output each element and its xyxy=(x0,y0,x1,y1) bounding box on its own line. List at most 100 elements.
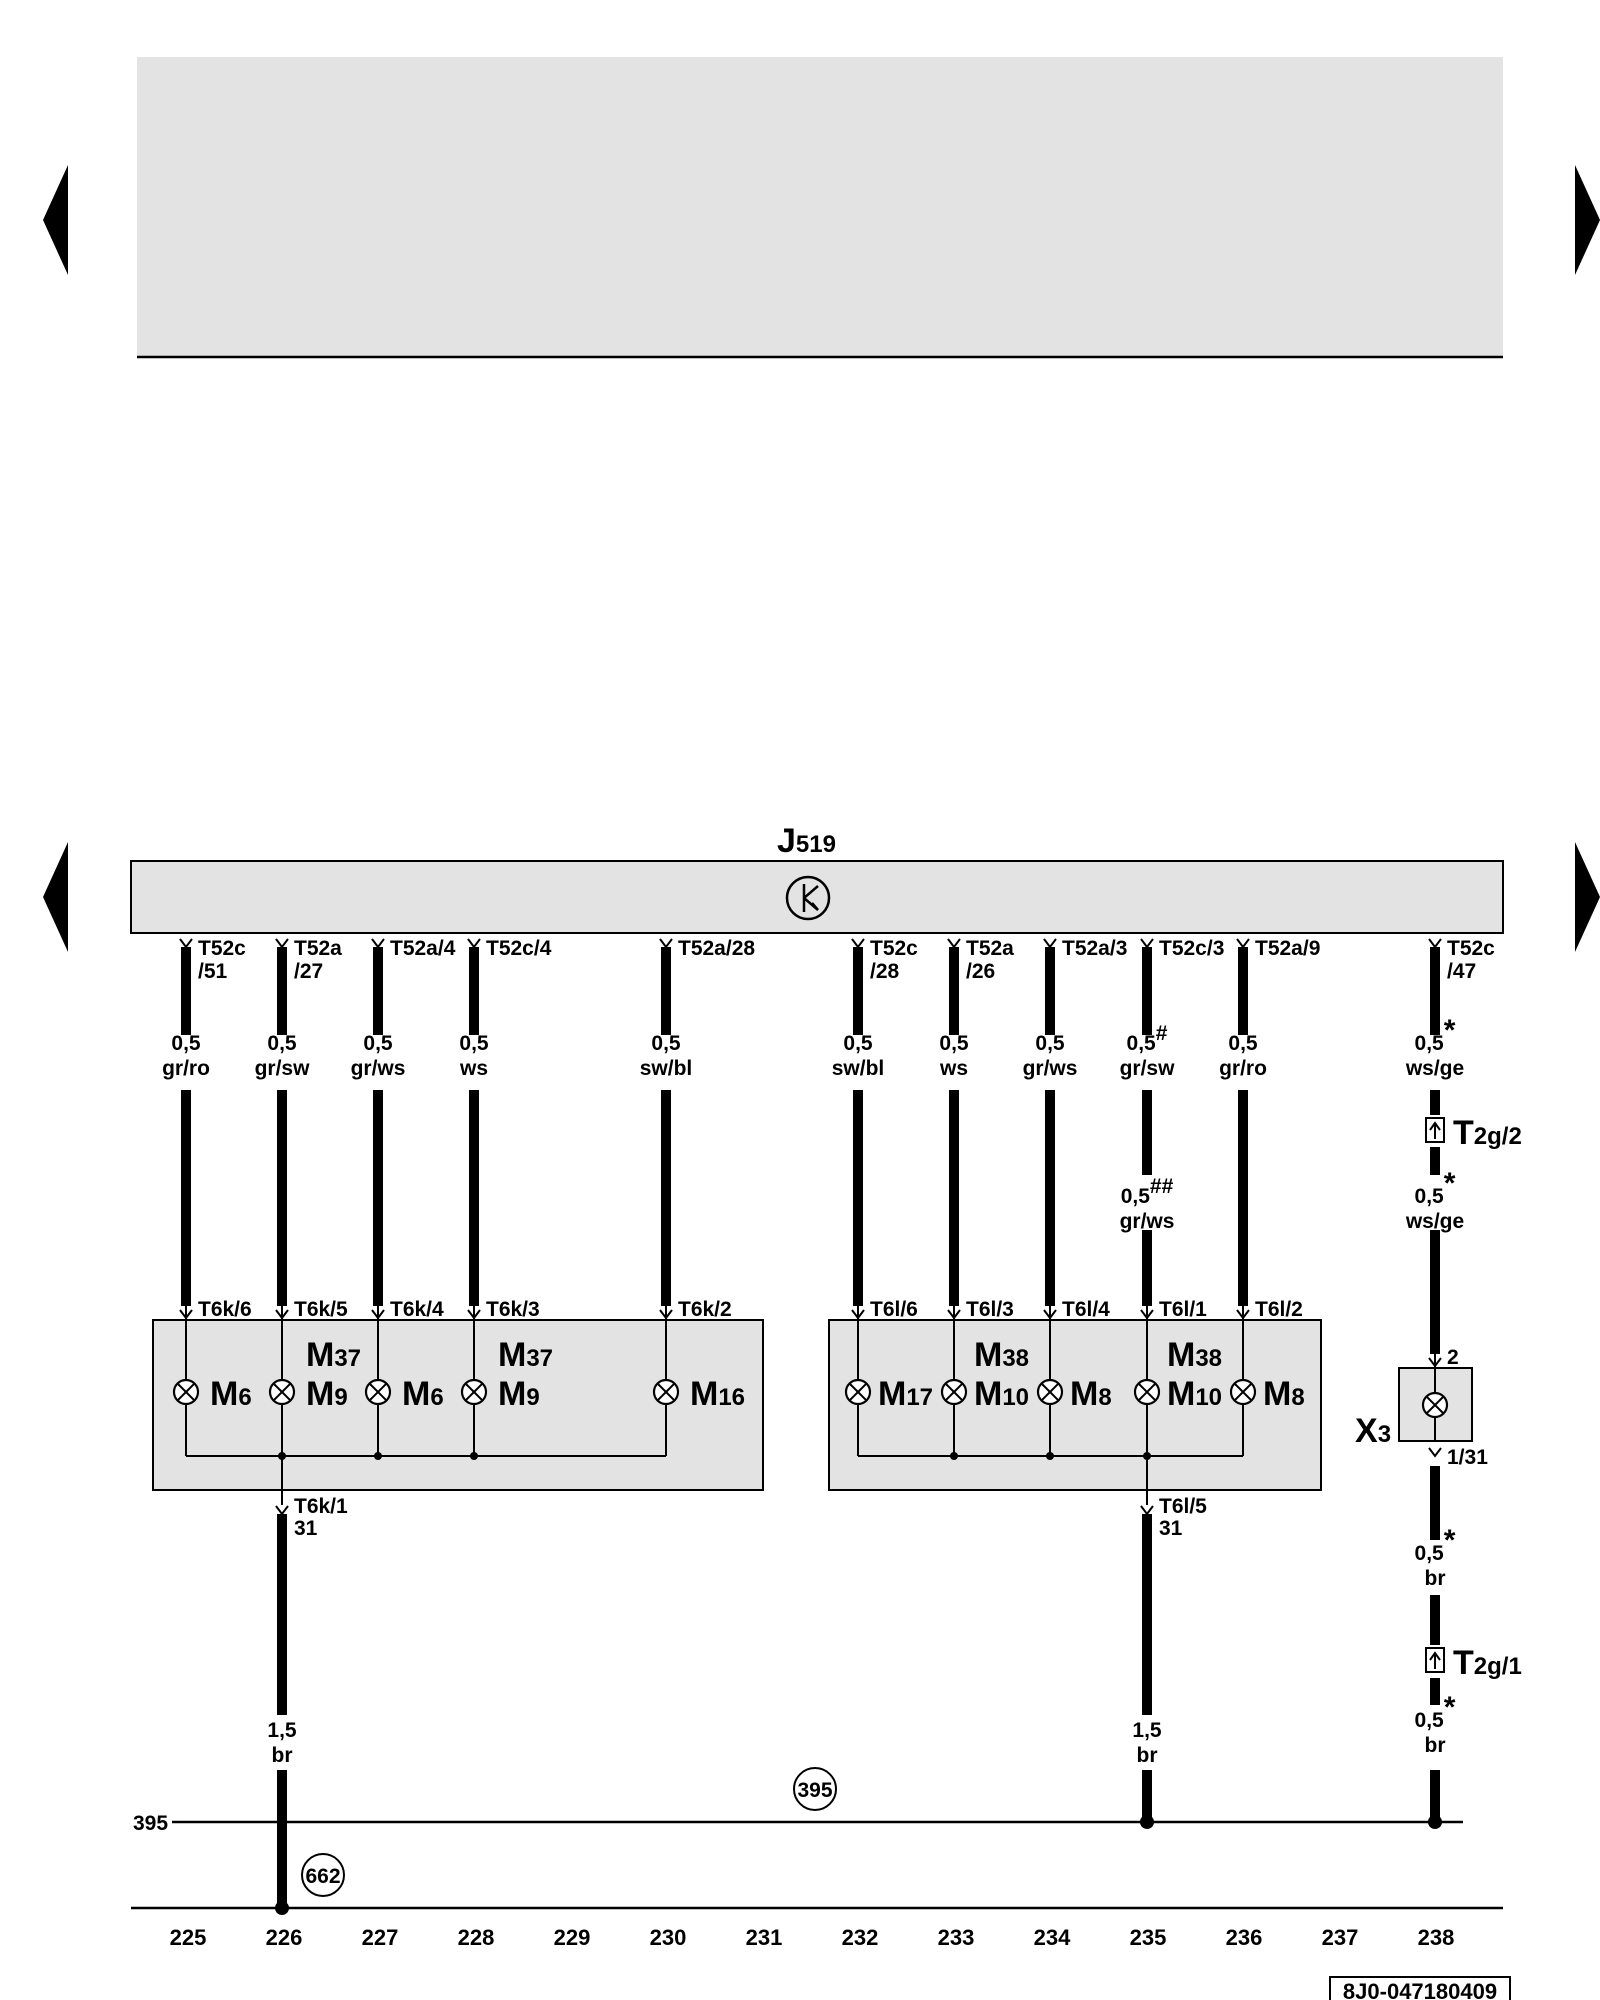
pin-arrow-icon xyxy=(1043,938,1057,949)
connector-bottom-label: T6k/4 xyxy=(390,1298,444,1321)
junction-dot xyxy=(950,1452,958,1460)
wire-color-label: ws/ge xyxy=(1405,1057,1464,1080)
connector-top-label: T52c/3 xyxy=(1159,937,1224,960)
connector-bottom-label: 2 xyxy=(1447,1346,1459,1369)
control-unit-j519[interactable] xyxy=(130,860,1504,934)
wire-color-label: gr/ro xyxy=(1219,1057,1267,1080)
column-number: 227 xyxy=(362,1925,399,1950)
column-number: 234 xyxy=(1034,1925,1071,1950)
wire-color-label: gr/sw xyxy=(1120,1057,1176,1080)
lamp-unit-left[interactable] xyxy=(152,1319,764,1491)
lamp-label-top: M38 xyxy=(1167,1336,1222,1374)
pin-arrow-icon xyxy=(659,1309,673,1320)
lamp-cross-icon xyxy=(273,1383,291,1401)
lamp-cross-icon xyxy=(177,1383,195,1401)
wire-size-label: 0,5 xyxy=(267,1032,297,1055)
connector-top-label-line2: /28 xyxy=(870,960,900,983)
connector-bottom-label: T6l/1 xyxy=(1159,1298,1207,1321)
ground-terminal-label: 31 xyxy=(1159,1517,1183,1540)
junction-dot xyxy=(1046,1452,1054,1460)
wire-color-label: gr/ro xyxy=(162,1057,210,1080)
connector-top-label-line2: /27 xyxy=(294,960,323,983)
wire-color-label: gr/ws xyxy=(1023,1057,1078,1080)
lamp-cross-icon xyxy=(1138,1383,1156,1401)
ground-point-662-label: 662 xyxy=(305,1865,340,1888)
connector-top-label: T52c xyxy=(198,937,246,960)
lamp-cross-icon xyxy=(465,1383,483,1401)
lamp-cross-icon xyxy=(1234,1383,1252,1401)
lamp-cross-icon xyxy=(657,1383,675,1401)
pin-arrow-icon xyxy=(371,1309,385,1320)
wire-size-label: 0,5# xyxy=(1127,1022,1168,1055)
wire-size-label: 0,5* xyxy=(1415,1691,1456,1732)
connector-bottom-label: T6k/3 xyxy=(486,1298,540,1321)
pin-arrow-icon xyxy=(947,938,961,949)
ground-pin-label: T6k/1 xyxy=(294,1495,348,1518)
lamp-cross-icon xyxy=(1041,1383,1059,1401)
column-number: 228 xyxy=(458,1925,495,1950)
next-section-arrow-icon[interactable] xyxy=(1575,842,1600,952)
lamp-label: M10 xyxy=(1167,1375,1222,1413)
pin-arrow-icon xyxy=(1140,1505,1154,1516)
ground-point-395 xyxy=(793,1767,837,1811)
ground-point-395-label: 395 xyxy=(797,1779,832,1802)
control-unit-label: J519 xyxy=(777,822,836,860)
pin-arrow-icon xyxy=(1428,1447,1442,1458)
pin-arrow-icon xyxy=(179,938,193,949)
previous-page-arrow-icon[interactable] xyxy=(43,165,68,275)
connector-top-label: T52a/9 xyxy=(1255,937,1320,960)
lamp-cross-icon xyxy=(369,1383,387,1401)
connector-top-label-line2: /51 xyxy=(198,960,228,983)
wire-size-label: 1,5 xyxy=(267,1719,297,1742)
lamp-label-top: M37 xyxy=(498,1336,553,1374)
wires-layer xyxy=(181,947,1440,1908)
junction-dot xyxy=(278,1452,286,1460)
wire-color-label: br xyxy=(1425,1734,1446,1757)
lamp-cross-icon xyxy=(849,1383,867,1401)
connector-bottom-label: T6l/4 xyxy=(1062,1298,1110,1321)
column-number: 225 xyxy=(170,1925,207,1950)
pin-arrow-icon xyxy=(851,1309,865,1320)
wire-color-label: br xyxy=(1137,1744,1158,1767)
connector-t2g-label: T2g/1 xyxy=(1453,1644,1522,1682)
wire-size-label: 0,5 xyxy=(459,1032,489,1055)
connector-top-label-line2: /26 xyxy=(966,960,995,983)
lamp-label-top: M37 xyxy=(306,1336,361,1374)
lamp-label-top: M38 xyxy=(974,1336,1029,1374)
lamp-cross-icon xyxy=(945,1383,963,1401)
pin-arrow-icon xyxy=(1428,1357,1442,1368)
pin-arrow-icon xyxy=(467,938,481,949)
lamp-label: M9 xyxy=(498,1375,540,1413)
wire-color-label: gr/ws xyxy=(351,1057,406,1080)
pin-arrow-icon xyxy=(371,938,385,949)
wire-color-label: ws xyxy=(459,1057,488,1080)
doc-code-box xyxy=(1329,1976,1511,2000)
wire-color-label: gr/ws xyxy=(1120,1210,1175,1233)
electronic-symbol-icon xyxy=(785,875,831,921)
lamp-label: M8 xyxy=(1263,1375,1305,1413)
lamp-label: M6 xyxy=(402,1375,444,1413)
connector-bottom-label: T6l/6 xyxy=(870,1298,918,1321)
connector-top-label: T52a xyxy=(966,937,1014,960)
previous-section-arrow-icon[interactable] xyxy=(43,842,68,952)
column-number: 236 xyxy=(1226,1925,1263,1950)
connector-top-label: T52a/4 xyxy=(390,937,456,960)
lamp-label: M16 xyxy=(690,1375,745,1413)
lamp-unit-right[interactable] xyxy=(828,1319,1322,1491)
empty-upper-panel xyxy=(137,57,1503,357)
connector-top-label-line2: /47 xyxy=(1447,960,1476,983)
junction-dot xyxy=(470,1452,478,1460)
connector-t2g-arrow xyxy=(1429,1651,1441,1669)
column-number: 231 xyxy=(746,1925,783,1950)
junction-dot xyxy=(374,1452,382,1460)
column-number: 232 xyxy=(842,1925,879,1950)
connector-t2g-arrow xyxy=(1429,1121,1441,1139)
symbols-layer xyxy=(172,938,1449,1915)
labels-layer: T52c/510,5gr/roT6k/6T52a/270,5gr/swT6k/5… xyxy=(162,937,1522,1767)
wire-color-label: gr/sw xyxy=(255,1057,311,1080)
next-page-arrow-icon[interactable] xyxy=(1575,165,1600,275)
pin-arrow-icon xyxy=(947,1309,961,1320)
pin-arrow-icon xyxy=(467,1309,481,1320)
pin-arrow-icon xyxy=(659,938,673,949)
